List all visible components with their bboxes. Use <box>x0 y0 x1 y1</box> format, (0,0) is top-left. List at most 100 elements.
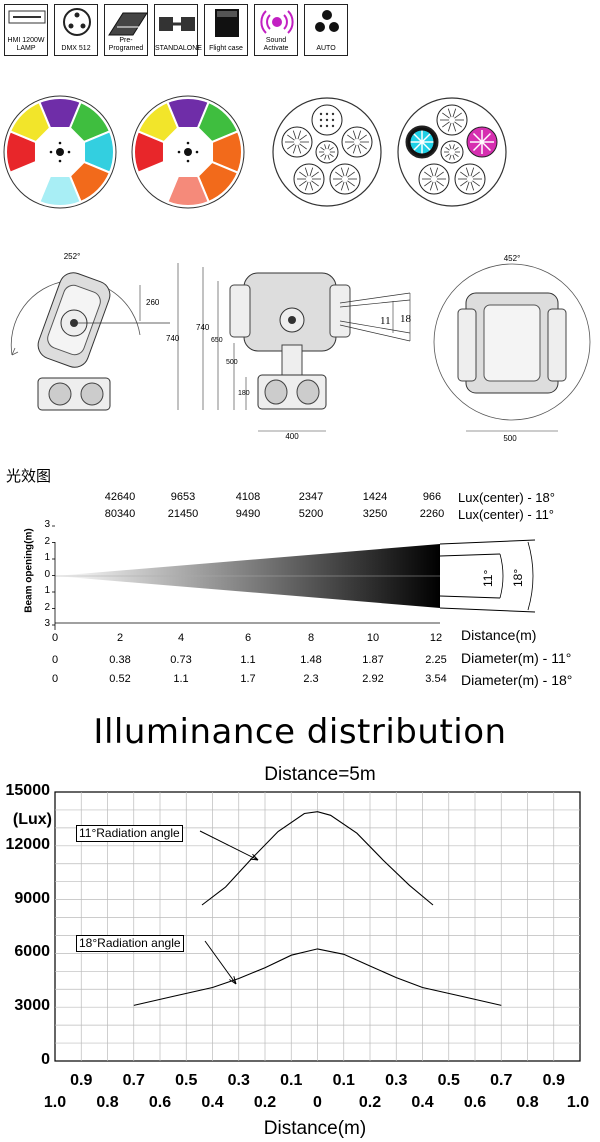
lux11-value: 5200 <box>298 508 324 520</box>
feature-icon-top-label: HMI 1200W <box>7 37 45 44</box>
distance-value: 2 <box>116 632 124 644</box>
callout-11-label: 11°Radiation angle <box>76 825 183 842</box>
illum-xtick: 0.3 <box>385 1072 408 1089</box>
distance-value: 0 <box>51 632 59 644</box>
illum-xtick: 0.6 <box>463 1094 487 1111</box>
diameter11-value: 1.48 <box>300 654 322 666</box>
color-wheel-2 <box>131 95 245 209</box>
diameter18-value: 0 <box>51 673 59 685</box>
dim-beam-narrow: 11 <box>380 315 391 327</box>
flight-case-icon: Flight case <box>204 4 248 56</box>
dim-front-base: 180 <box>238 390 250 397</box>
distance-value: 6 <box>244 632 252 644</box>
illum-xtick: 1.0 <box>43 1094 67 1111</box>
diameter11-value: 0 <box>51 654 59 666</box>
callout-18-label: 18°Radiation angle <box>76 935 184 952</box>
beam-ytick: 0 <box>44 568 50 580</box>
gobo-slot <box>281 126 313 158</box>
lux18-value: 42640 <box>104 491 136 503</box>
gobo-slot <box>418 163 450 195</box>
lux11-value: 80340 <box>104 508 136 520</box>
beam-angle-18: 18° <box>511 569 525 587</box>
diameter18-value: 3.54 <box>425 673 447 685</box>
gobo-wheel-1 <box>272 97 382 207</box>
diameter18-value: 2.92 <box>362 673 384 685</box>
color-segment <box>8 100 52 144</box>
illum-xtick: 0.3 <box>227 1072 250 1089</box>
diameter18-value: 1.1 <box>173 673 189 685</box>
beam-ytick: 1 <box>44 585 50 596</box>
pre-programmed-icon: Pre-Programed <box>104 4 148 56</box>
feature-icon-label: Pre-Programed <box>108 37 144 52</box>
illum-xtick: 0.9 <box>542 1072 565 1089</box>
series-line <box>201 811 434 906</box>
gobo-slot <box>440 140 464 164</box>
lux18-value: 2347 <box>298 491 324 503</box>
illum-xtick: 0.6 <box>148 1094 172 1111</box>
illum-xtick: 0.8 <box>516 1094 539 1111</box>
callout-leader <box>204 940 237 985</box>
lux11-value: 21450 <box>167 508 199 520</box>
illum-xtick: 0.1 <box>280 1072 303 1089</box>
illum-xtick: 0.4 <box>201 1094 224 1111</box>
illum-xtick: 0 <box>313 1094 322 1111</box>
feature-icon-label: Flight case <box>209 45 243 52</box>
diameter11-label: Diameter(m) - 11° <box>461 650 572 666</box>
lux18-value: 9653 <box>170 491 196 503</box>
series-line <box>133 948 502 1006</box>
illum-ytick: 0 <box>41 1051 50 1068</box>
dim-front-mid: 500 <box>226 359 238 366</box>
illum-xtick: 0.5 <box>437 1072 460 1089</box>
illum-ytick: 12000 <box>5 835 51 853</box>
feature-icon-label: AUTO <box>316 45 336 52</box>
color-segment <box>136 100 180 144</box>
feature-icon-label: LAMP <box>16 45 36 52</box>
diameter11-value: 0.73 <box>170 654 192 666</box>
gobo-slot <box>293 163 325 195</box>
beam-ytick: 2 <box>44 601 50 613</box>
wheels-row <box>3 95 507 209</box>
front-view-drawing <box>202 267 411 432</box>
dmx-icon: DMX 512 <box>54 4 98 56</box>
illum-xtick: 0.7 <box>490 1072 513 1089</box>
standalone-icon: STANDALONE <box>154 4 202 56</box>
color-wheel-1 <box>3 95 117 209</box>
distance-value: 10 <box>366 632 380 644</box>
distance-value: 12 <box>429 632 443 644</box>
callout-arrowhead <box>229 976 237 985</box>
diameter18-value: 0.52 <box>109 673 131 685</box>
distance-value: 8 <box>307 632 315 644</box>
gobo-slot <box>329 163 361 195</box>
beam-ytick: 3 <box>44 618 50 629</box>
illum-xtick: 0.1 <box>332 1072 355 1089</box>
diameter11-value: 1.87 <box>362 654 384 666</box>
dim-front-total: 740 <box>196 323 210 332</box>
illum-xtick: 0.2 <box>358 1094 382 1111</box>
callout-leader <box>199 830 259 861</box>
gobo-slot <box>436 104 468 136</box>
y-unit-label: (Lux) <box>12 811 52 828</box>
beam-section-title: 光效图 <box>6 467 52 485</box>
diameter18-label: Diameter(m) - 18° <box>461 672 573 688</box>
lux18-value: 4108 <box>235 491 261 503</box>
illum-ytick: 3000 <box>14 997 50 1015</box>
feature-icon-label: STANDALONE <box>155 45 202 52</box>
dim-side-arm: 260 <box>146 298 160 307</box>
auto-icon: AUTO <box>304 4 348 56</box>
dim-side-angle: 252° <box>64 252 81 261</box>
dim-top-angle: 452° <box>504 254 521 263</box>
dim-beam-wide: 18 <box>400 313 412 325</box>
side-view-drawing <box>10 263 179 411</box>
illum-xtick: 0.4 <box>411 1094 434 1111</box>
dim-front-width: 400 <box>285 432 299 441</box>
beam-cone-diagram: 11° 18° <box>52 525 536 630</box>
illum-ytick: 9000 <box>14 889 50 907</box>
feature-icon-top-label: Sound <box>265 37 287 44</box>
diameter11-value: 2.25 <box>425 654 447 666</box>
illuminance-xaxis-label: Distance(m) <box>263 1118 367 1139</box>
beam-angle-11: 11° <box>481 570 495 587</box>
illum-xtick: 1.0 <box>566 1094 590 1111</box>
feature-icon-label: DMX 512 <box>61 45 91 52</box>
